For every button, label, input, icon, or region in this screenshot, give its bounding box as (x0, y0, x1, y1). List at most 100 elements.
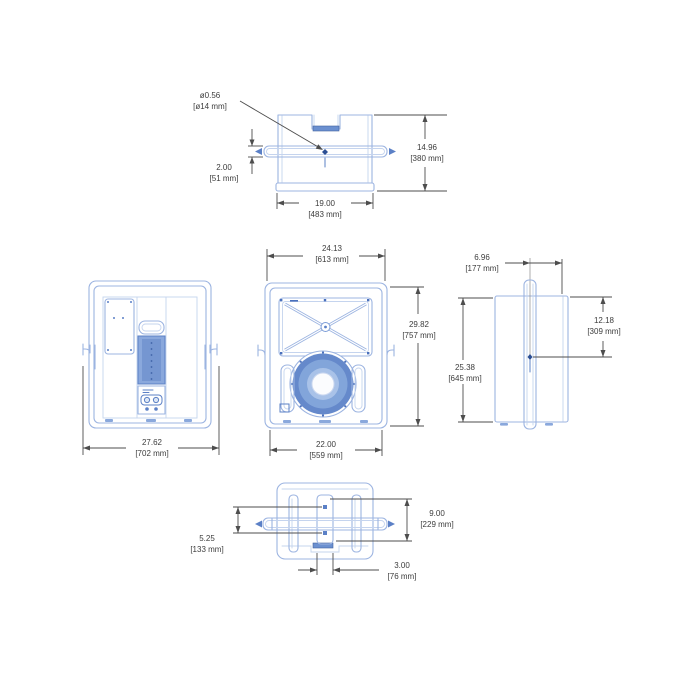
dim-side-height-in: 25.38 (455, 363, 476, 372)
bottom-rail-right (351, 494, 362, 553)
dim-side-offset-mm: [177 mm] (465, 264, 498, 273)
dim-bottom-depth-in: 9.00 (429, 509, 445, 518)
fly-point-marker (322, 149, 328, 155)
horn-x-brace (284, 302, 367, 352)
bottom-fly-track-inner (265, 520, 385, 528)
dim-front-width-in: 24.13 (322, 244, 343, 253)
dim-arrow (235, 507, 241, 514)
dim-front-inner-width-mm: [559 mm] (309, 451, 342, 460)
top-view: ø0.56 [ø14 mm] 14.96 [380 mm] 2.00 [51 m… (193, 91, 447, 219)
dim-front-height-in: 29.82 (409, 320, 430, 329)
rear-connector-right (152, 396, 160, 404)
dim-arrow (212, 445, 219, 451)
rear-inner-outline (93, 285, 207, 424)
top-view-notch-inner (313, 114, 339, 128)
rear-connector-recess (140, 394, 163, 406)
dim-arrow (83, 445, 90, 451)
front-bracket-right (386, 344, 395, 357)
bottom-mount-point-bottom (323, 531, 327, 535)
dim-hole-mm: [ø14 mm] (193, 102, 227, 111)
woofer-dust-cap (311, 372, 335, 396)
dim-width-mm: [483 mm] (308, 210, 341, 219)
front-bracket-left (257, 344, 266, 357)
rear-bracket-left (82, 343, 96, 370)
rear-outer-outline (88, 280, 212, 429)
dim-arrow (378, 253, 385, 259)
hole-leader-arrow (315, 144, 323, 150)
bottom-view: 9.00 [229 mm] 5.25 [133 mm] 3.00 [76 mm] (190, 482, 454, 581)
dim-bottom-spacing-in: 5.25 (199, 534, 215, 543)
rear-amp-plate-screws (107, 301, 132, 351)
dim-front-height-mm: [757 mm] (402, 331, 435, 340)
port-right-inner (354, 367, 363, 410)
dim-arrow (460, 298, 466, 305)
rear-heatsink-dots (150, 342, 153, 380)
rear-feet (105, 419, 192, 422)
bottom-inner-step (281, 545, 369, 553)
woofer (289, 350, 357, 418)
bottom-notch-plate (312, 542, 334, 549)
dim-arrow (422, 184, 428, 191)
dim-arrow (523, 260, 530, 266)
rear-knob-right (154, 407, 158, 411)
track-end-arrow-right (389, 148, 396, 155)
rear-handle-slot-inner (141, 323, 162, 332)
dim-arrow (249, 139, 255, 146)
dim-hole-in: ø0.56 (200, 91, 221, 100)
side-body-outline (494, 295, 569, 423)
top-view-notch-plate (312, 125, 340, 132)
dim-depth-mm: [380 mm] (410, 154, 443, 163)
rear-baffle-panel (102, 296, 198, 419)
dim-arrow (277, 200, 284, 206)
front-feet (283, 420, 368, 423)
front-inner-outline (269, 287, 383, 425)
dim-width-in: 19.00 (315, 199, 336, 208)
dim-side-offset-in: 6.96 (474, 253, 490, 262)
dim-side-drop-mm: [309 mm] (587, 327, 620, 336)
dim-arrow (267, 253, 274, 259)
dim-arrow (310, 567, 317, 573)
bottom-center-channel (316, 494, 334, 545)
horn-center-dot (324, 325, 327, 329)
rear-heatsink-fins (142, 339, 161, 381)
rear-view: 27.62 [702 mm] (82, 280, 220, 458)
rear-handle-slot (138, 320, 165, 335)
hole-leader-line (239, 100, 321, 149)
dim-arrow (375, 447, 382, 453)
top-view-fly-track (263, 145, 388, 158)
rear-connector-panel (137, 385, 166, 415)
dim-front-inner-width-in: 22.00 (316, 440, 337, 449)
dim-arrow (415, 419, 421, 426)
dim-arrow (460, 415, 466, 422)
top-view-front-lip (275, 182, 375, 192)
track-end-arrow-left (255, 520, 262, 528)
front-view: 24.13 [613 mm] 29.82 [757 mm] 22.00 [559… (257, 244, 436, 460)
rear-amp-plate (104, 298, 135, 355)
dim-arrow (366, 200, 373, 206)
rear-connector-left (143, 396, 151, 404)
dim-bottom-depth-mm: [229 mm] (420, 520, 453, 529)
track-end-arrow-right (388, 520, 395, 528)
rear-bracket-right (204, 343, 218, 370)
dim-front-width-mm: [613 mm] (315, 255, 348, 264)
dim-bottom-spacing-mm: [133 mm] (190, 545, 223, 554)
dim-arrow (555, 260, 562, 266)
dim-rear-width-in: 27.62 (142, 438, 163, 447)
dim-arrow (600, 350, 606, 357)
dim-arrow (404, 534, 410, 541)
bottom-rail-left (288, 494, 299, 553)
dim-arrow (270, 447, 277, 453)
dim-arrow (600, 297, 606, 304)
dim-depth-in: 14.96 (417, 143, 438, 152)
rear-knob-left (145, 407, 149, 411)
dim-rear-width-mm: [702 mm] (135, 449, 168, 458)
bottom-mount-point-top (323, 505, 327, 509)
track-end-arrow-left (255, 148, 262, 155)
dim-bottom-slot-mm: [76 mm] (388, 572, 417, 581)
dim-arrow (415, 287, 421, 294)
dim-arrow (404, 499, 410, 506)
side-feet (500, 423, 553, 426)
dim-side-drop-in: 12.18 (594, 316, 615, 325)
side-fly-point-marker (527, 354, 533, 360)
